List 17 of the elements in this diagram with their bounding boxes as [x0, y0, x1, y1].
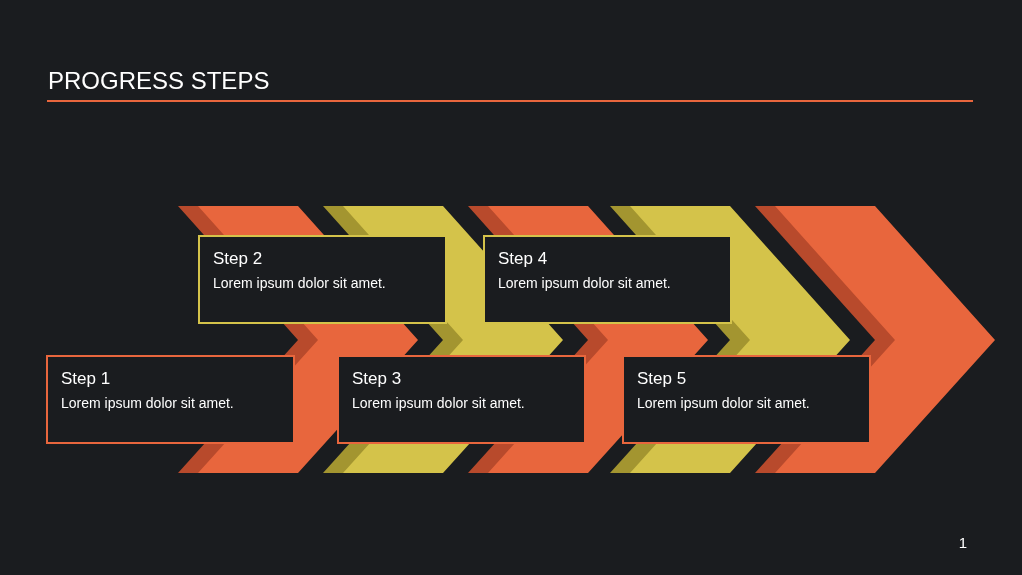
step-box — [483, 235, 732, 324]
title: PROGRESS STEPS — [48, 66, 270, 96]
step-description: Lorem ipsum dolor sit amet. — [498, 274, 672, 293]
step-box — [337, 355, 586, 444]
step-box — [46, 355, 295, 444]
step-heading: Step 4 — [498, 248, 549, 270]
step-heading: Step 1 — [61, 368, 112, 390]
page-number: 1 — [958, 533, 967, 553]
step-description: Lorem ipsum dolor sit amet. — [637, 394, 811, 413]
step-box — [198, 235, 447, 324]
step-description: Lorem ipsum dolor sit amet. — [61, 394, 235, 413]
step-heading: Step 2 — [213, 248, 264, 270]
step-heading: Step 3 — [352, 368, 403, 390]
step-box — [622, 355, 871, 444]
step-description: Lorem ipsum dolor sit amet. — [352, 394, 526, 413]
step-heading: Step 5 — [637, 368, 688, 390]
step-description: Lorem ipsum dolor sit amet. — [213, 274, 387, 293]
